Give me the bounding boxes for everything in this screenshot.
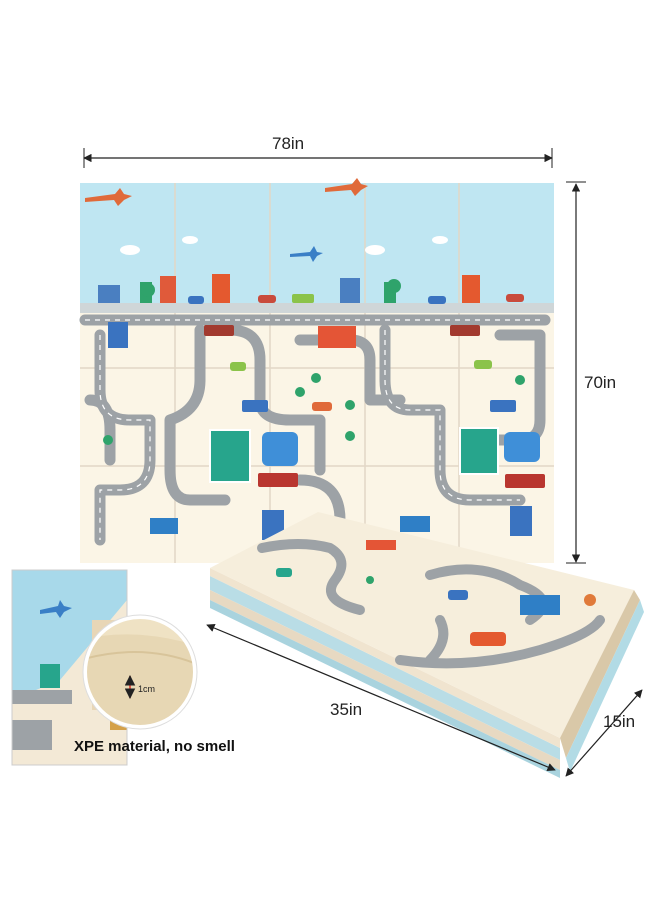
width-label: 78in	[272, 134, 305, 153]
length-label: 35in	[330, 700, 363, 719]
material-callout: XPE material, no smell	[74, 738, 235, 755]
depth-arrow	[565, 689, 643, 777]
magnifier-circle	[82, 614, 198, 730]
length-arrow	[206, 624, 556, 771]
unfolded-mat	[79, 178, 554, 563]
depth-label: 15in	[603, 712, 636, 731]
height-label: 70in	[584, 373, 617, 392]
thickness-label: 1cm	[138, 684, 156, 694]
folded-mat	[210, 512, 644, 778]
